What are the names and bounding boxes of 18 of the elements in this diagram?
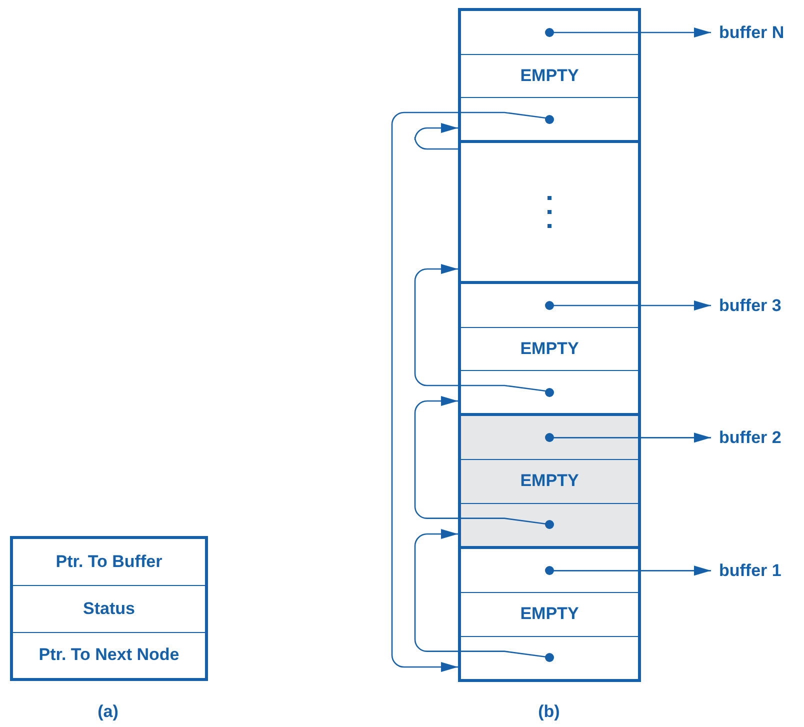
- list-node-box: [458, 546, 641, 682]
- buffer-label: buffer 1: [719, 558, 803, 583]
- field-cell: Ptr. To Next Node: [13, 632, 205, 678]
- field-cell: EMPTY: [461, 592, 638, 636]
- field-cell: EMPTY: [461, 459, 638, 503]
- field-cell: EMPTY: [461, 54, 638, 97]
- list-node-box: [458, 8, 641, 143]
- field-cell: Status: [13, 585, 205, 632]
- buffer-label: buffer N: [719, 20, 803, 44]
- list-node-box: [458, 413, 641, 549]
- buffer-label: buffer 2: [719, 426, 803, 450]
- figure-label: (a): [98, 702, 118, 722]
- figure-label: (b): [538, 702, 560, 722]
- field-cell: EMPTY: [461, 327, 638, 370]
- buffer-label: buffer 3: [719, 294, 803, 318]
- list-node-box: [10, 536, 208, 681]
- ellipsis-box: [458, 140, 641, 284]
- field-cell: Ptr. To Buffer: [13, 539, 205, 586]
